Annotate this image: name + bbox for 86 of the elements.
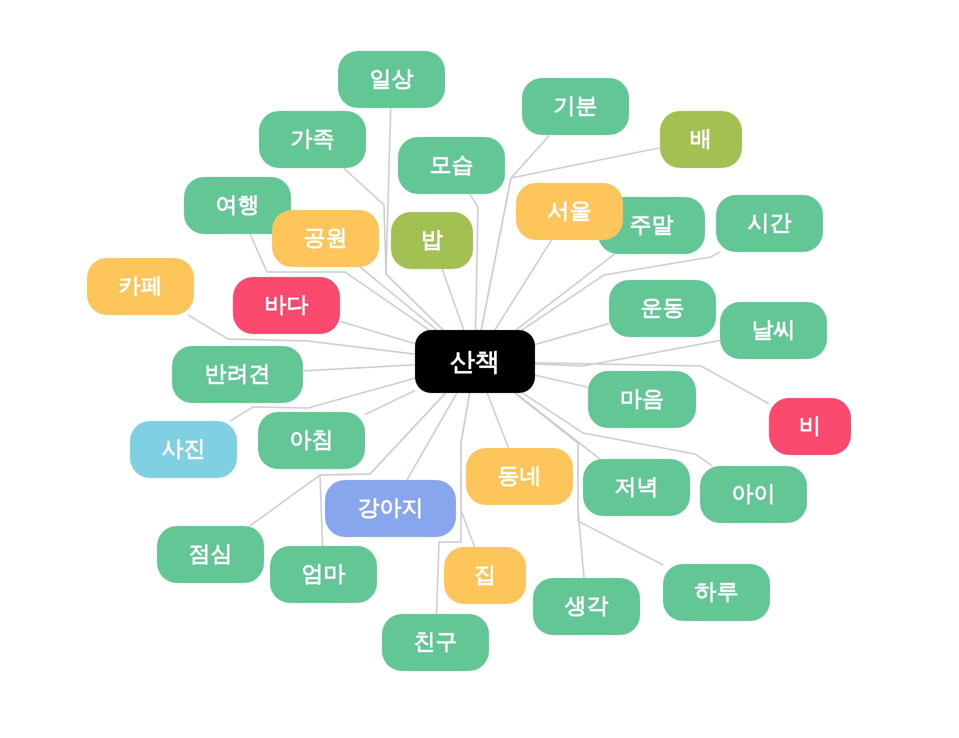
keyword-label: 운동: [640, 294, 684, 322]
connector-line: [436, 392, 470, 614]
connector-line: [249, 234, 430, 331]
connector-line: [515, 253, 615, 331]
central-topic-label: 산책: [450, 346, 500, 378]
keyword-label: 여행: [216, 192, 260, 220]
keyword-box: [663, 564, 770, 621]
connector-line: [534, 362, 770, 404]
keyword-box: [259, 111, 366, 168]
keyword-box: [583, 459, 690, 516]
keyword-box: [716, 195, 823, 252]
connector-line: [340, 320, 416, 344]
connector-line: [494, 240, 552, 330]
central-topic-box: [415, 330, 535, 393]
keyword-label: 일상: [370, 66, 414, 94]
keyword-label: 공원: [304, 224, 348, 252]
keyword-label: 마음: [620, 386, 664, 414]
keyword-box: [270, 546, 377, 603]
keyword-label: 아침: [290, 426, 334, 454]
connector-line: [480, 147, 660, 330]
connector-line: [469, 194, 479, 330]
connector-line: [360, 266, 438, 331]
keyword-box: [522, 78, 629, 135]
connector-line: [514, 392, 585, 578]
keyword-box: [157, 526, 264, 583]
connector-line: [486, 392, 510, 448]
keyword-label: 집: [474, 562, 496, 590]
keyword-box: [700, 466, 807, 523]
connector-line: [406, 392, 458, 480]
keyword-box: [660, 111, 742, 168]
keyword-label: 친구: [414, 628, 458, 656]
connector-line: [188, 314, 416, 355]
keyword-box: [184, 177, 291, 234]
keyword-label: 강아지: [358, 494, 424, 522]
keyword-label: 서울: [548, 198, 592, 226]
keyword-box: [325, 480, 456, 537]
keyword-box: [172, 346, 303, 403]
keyword-label: 동네: [498, 462, 542, 490]
keyword-label: 사진: [162, 436, 206, 464]
keyword-label: 하루: [694, 578, 738, 606]
keyword-label: 기분: [554, 92, 598, 120]
keyword-box: [391, 212, 473, 269]
keyword-label: 비: [799, 412, 821, 440]
keyword-box: [609, 280, 716, 337]
keyword-box: [466, 448, 573, 505]
keyword-box: [272, 210, 379, 267]
keyword-label: 가족: [290, 126, 334, 154]
keyword-label: 반려견: [204, 360, 270, 388]
connector-line: [534, 322, 610, 346]
connector-line: [343, 167, 444, 331]
connector-line: [441, 268, 464, 330]
keyword-box: [533, 578, 640, 635]
keyword-label: 카페: [118, 272, 162, 300]
connector-line: [514, 392, 600, 460]
keyword-label: 모습: [430, 152, 474, 180]
keyword-label: 밥: [421, 226, 443, 254]
connector-line: [522, 251, 720, 331]
keyword-box: [720, 302, 827, 359]
keyword-label: 주말: [630, 212, 674, 240]
connector-line: [319, 392, 446, 546]
keyword-box: [233, 277, 340, 334]
keyword-box: [398, 137, 505, 194]
keyword-label: 엄마: [302, 560, 346, 588]
connector-line: [534, 340, 720, 367]
keyword-box: [444, 547, 526, 604]
keyword-label: 배: [690, 126, 712, 154]
connector-line: [522, 392, 713, 467]
keyword-box: [769, 398, 851, 455]
keyword-box: [338, 51, 445, 108]
connector-line: [302, 364, 416, 372]
connector-line: [230, 377, 416, 422]
keyword-box: [516, 183, 623, 240]
keyword-label: 날씨: [752, 316, 796, 344]
keyword-box: [258, 412, 365, 469]
connector-line: [364, 390, 416, 416]
keyword-box: [588, 371, 696, 428]
keyword-label: 바다: [264, 292, 308, 320]
keyword-label: 점심: [188, 540, 232, 568]
keyword-label: 생각: [564, 592, 608, 620]
keyword-box: [130, 421, 237, 478]
keyword-label: 아이: [732, 480, 776, 508]
keyword-box: [382, 614, 489, 671]
keyword-label: 시간: [748, 210, 792, 238]
keyword-box: [87, 258, 194, 315]
keyword-label: 저녁: [614, 474, 658, 502]
connector-line: [534, 374, 588, 388]
